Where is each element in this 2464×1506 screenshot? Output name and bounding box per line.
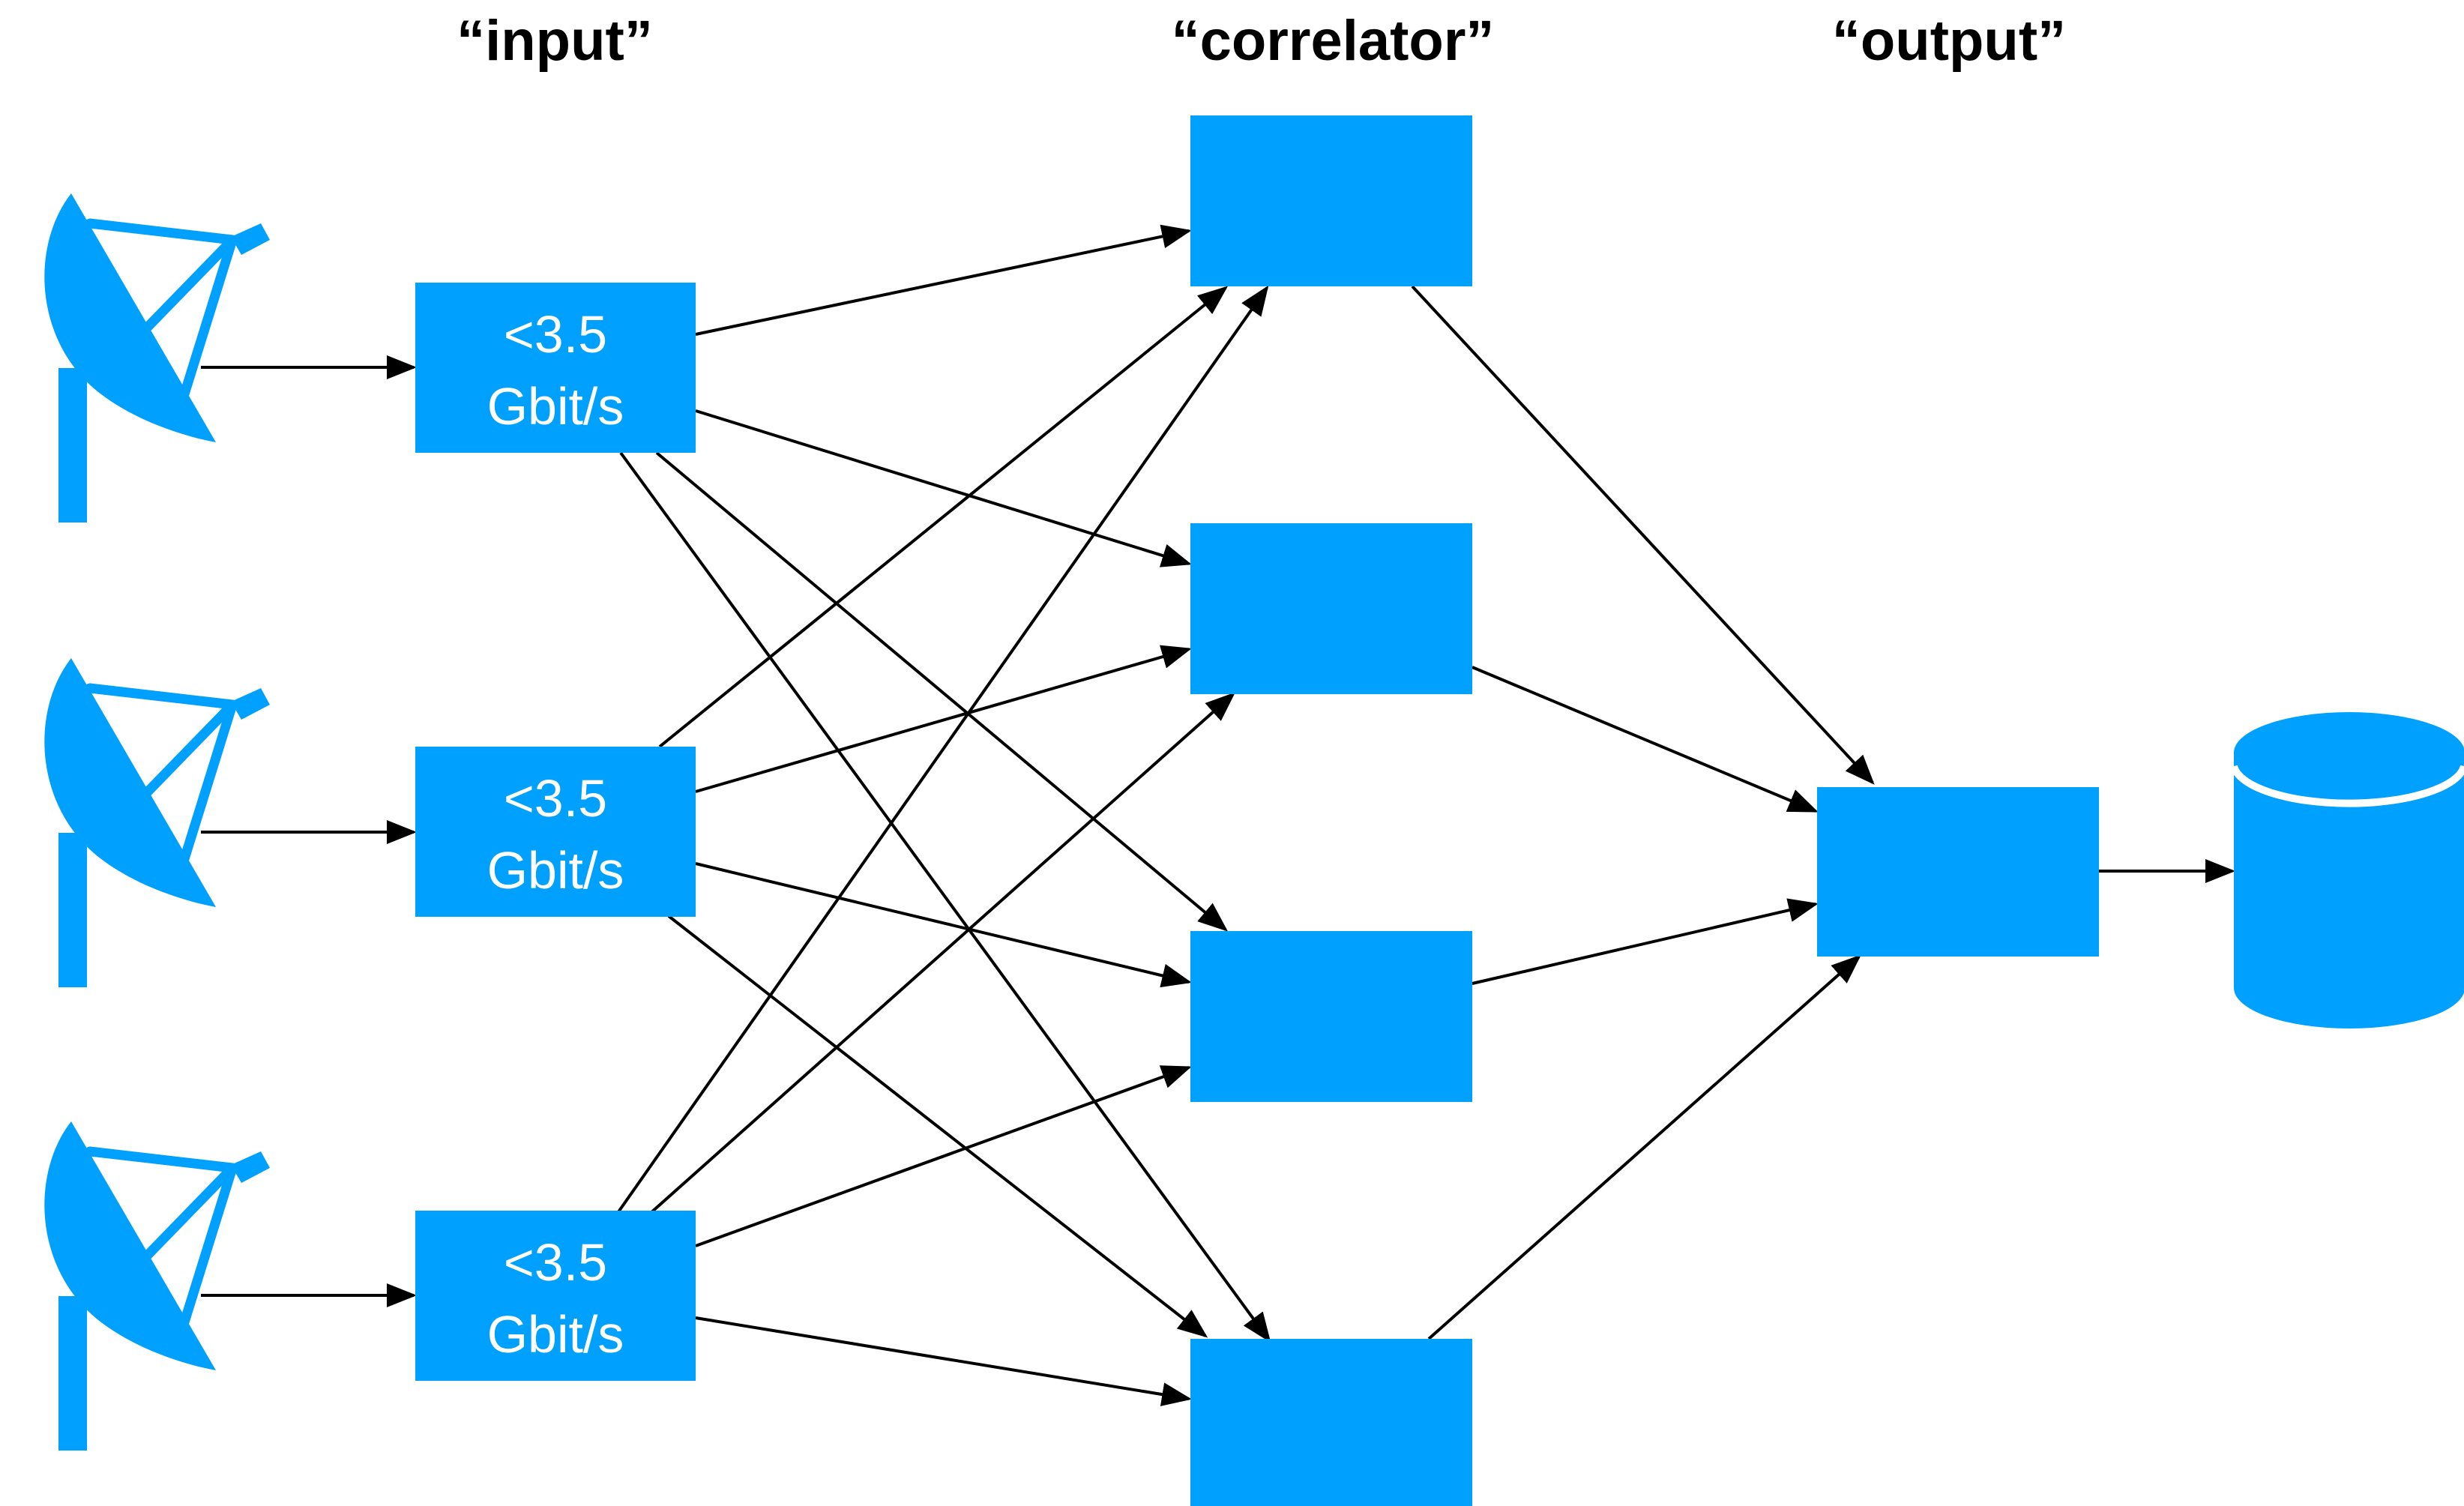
input-node: <3.5 Gbit/s <box>415 1211 696 1381</box>
input-correlator-link <box>695 1065 1192 1247</box>
correlator-node <box>1190 523 1472 694</box>
input-correlator-link <box>655 451 1229 932</box>
correlator-output-link <box>1472 898 1819 985</box>
output-node <box>1817 787 2099 957</box>
input-correlator-link <box>619 451 1271 1343</box>
input-correlator-link <box>695 1316 1192 1406</box>
stage-label-correlator: “correlator” <box>1172 9 1495 73</box>
stage-label-output: “output” <box>1832 9 2066 73</box>
input-node-rate-unit: Gbit/s <box>487 377 624 436</box>
input-node: <3.5 Gbit/s <box>415 283 696 453</box>
input-correlator-link <box>695 645 1192 793</box>
input-correlator-link <box>695 862 1192 988</box>
input-node-rate-unit: Gbit/s <box>487 1305 624 1364</box>
correlator-output-link <box>1427 954 1861 1340</box>
correlator-node <box>1190 1339 1472 1506</box>
correlator-node <box>1190 931 1472 1102</box>
input-node: <3.5 Gbit/s <box>415 747 696 917</box>
input-correlator-link <box>658 286 1229 748</box>
input-node-rate-value: <3.5 <box>504 305 607 364</box>
input-correlator-link <box>649 692 1235 1214</box>
input-correlator-link <box>695 409 1192 567</box>
satellite-dish-icon <box>44 193 270 522</box>
input-node-rate-unit: Gbit/s <box>487 841 624 900</box>
input-correlator-link <box>616 285 1269 1214</box>
input-correlator-link <box>667 915 1208 1338</box>
satellite-dish-icon <box>44 658 270 987</box>
correlator-node <box>1190 115 1472 286</box>
input-node-rate-value: <3.5 <box>504 1233 607 1292</box>
satellite-dish-icon <box>44 1121 270 1451</box>
database-icon <box>2230 712 2464 1028</box>
connector-lines <box>201 224 2235 1406</box>
stage-label-input: “input” <box>457 9 653 73</box>
correlator-output-link <box>1411 285 1875 785</box>
input-correlator-link <box>695 224 1192 336</box>
input-node-rate-value: <3.5 <box>504 769 607 828</box>
correlator-output-link <box>1472 666 1819 813</box>
